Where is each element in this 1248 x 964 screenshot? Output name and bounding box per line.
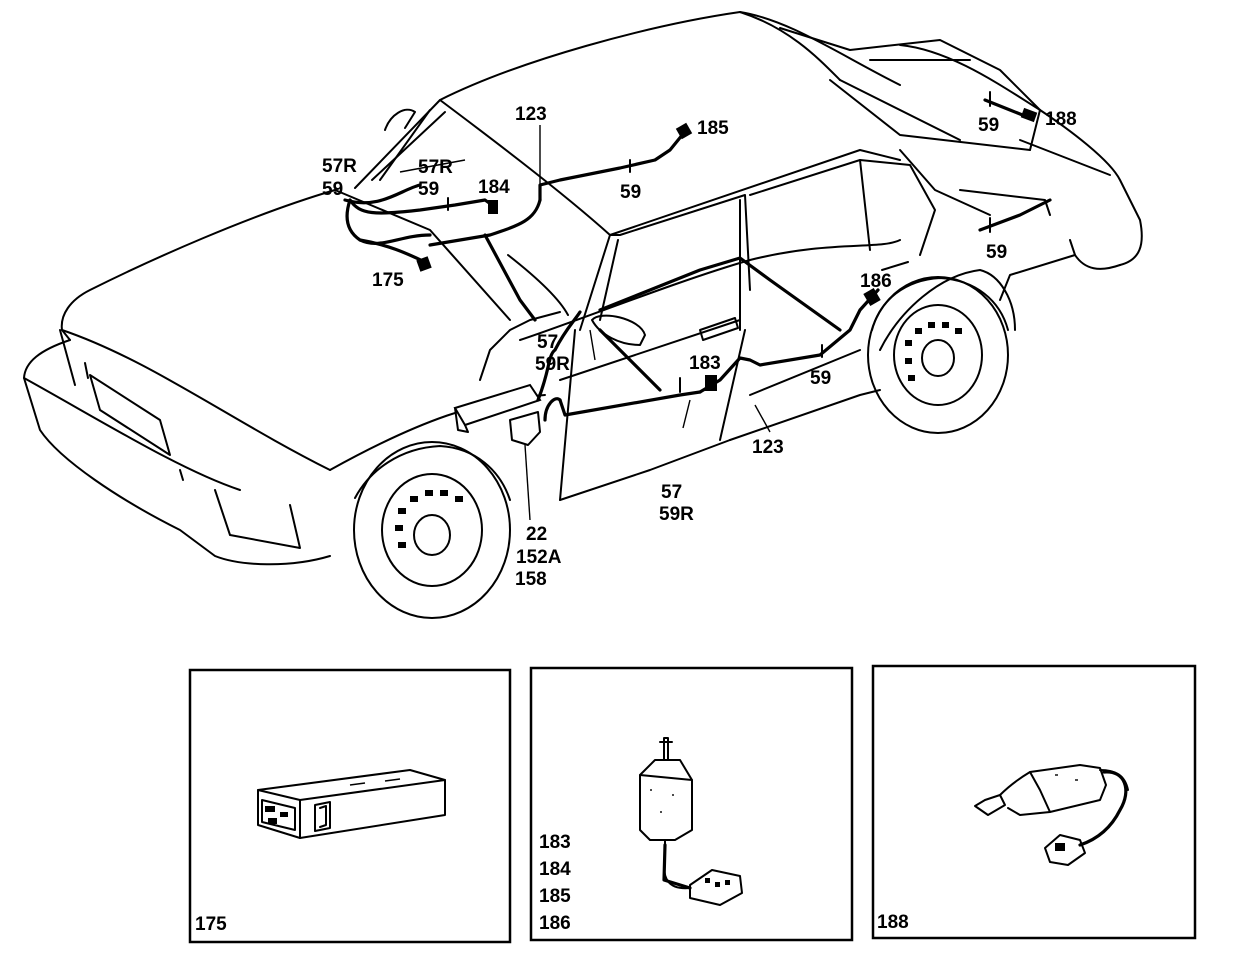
- callout-59: 59: [978, 115, 999, 136]
- detail-box-183-186: 183 184 185 186: [529, 666, 854, 942]
- callout-59r: 59R: [659, 504, 694, 525]
- callout-123: 123: [752, 437, 784, 458]
- detail-label-184: 184: [539, 859, 571, 880]
- callout-59: 59: [986, 242, 1007, 263]
- detail-label-175: 175: [195, 914, 227, 935]
- callout-57r: 57R: [418, 157, 453, 178]
- detail-label-185: 185: [539, 886, 571, 907]
- callout-59: 59: [620, 182, 641, 203]
- detail-label-183: 183: [539, 832, 571, 853]
- callout-labels: 57R 59 57R 59 184 123 185 59 59 188 59 1…: [322, 104, 1077, 590]
- callout-57: 57: [661, 482, 682, 503]
- callout-59: 59: [418, 179, 439, 200]
- callout-59r: 59R: [535, 354, 570, 375]
- callout-123: 123: [515, 104, 547, 125]
- callout-59: 59: [322, 179, 343, 200]
- callout-152a: 152A: [516, 547, 562, 568]
- callout-185: 185: [697, 118, 729, 139]
- wiring-harness: [343, 91, 1052, 422]
- leader-lines: [399, 125, 771, 521]
- detail-label-186: 186: [539, 913, 571, 934]
- callout-59: 59: [810, 368, 831, 389]
- callout-188: 188: [1045, 109, 1077, 130]
- callout-158: 158: [515, 569, 547, 590]
- callout-184: 184: [478, 177, 510, 198]
- callout-186: 186: [860, 271, 892, 292]
- detail-labels-183-186: 183 184 185 186: [539, 832, 571, 934]
- callout-183: 183: [689, 353, 721, 374]
- detail-label-188: 188: [877, 912, 909, 933]
- detail-box-188: 188: [871, 664, 1197, 940]
- callout-57r: 57R: [322, 156, 357, 177]
- callout-57: 57: [537, 332, 558, 353]
- car-illustration: [23, 11, 1143, 619]
- callout-175: 175: [372, 270, 404, 291]
- detail-box-175: 175: [188, 668, 512, 944]
- callout-22: 22: [526, 524, 547, 545]
